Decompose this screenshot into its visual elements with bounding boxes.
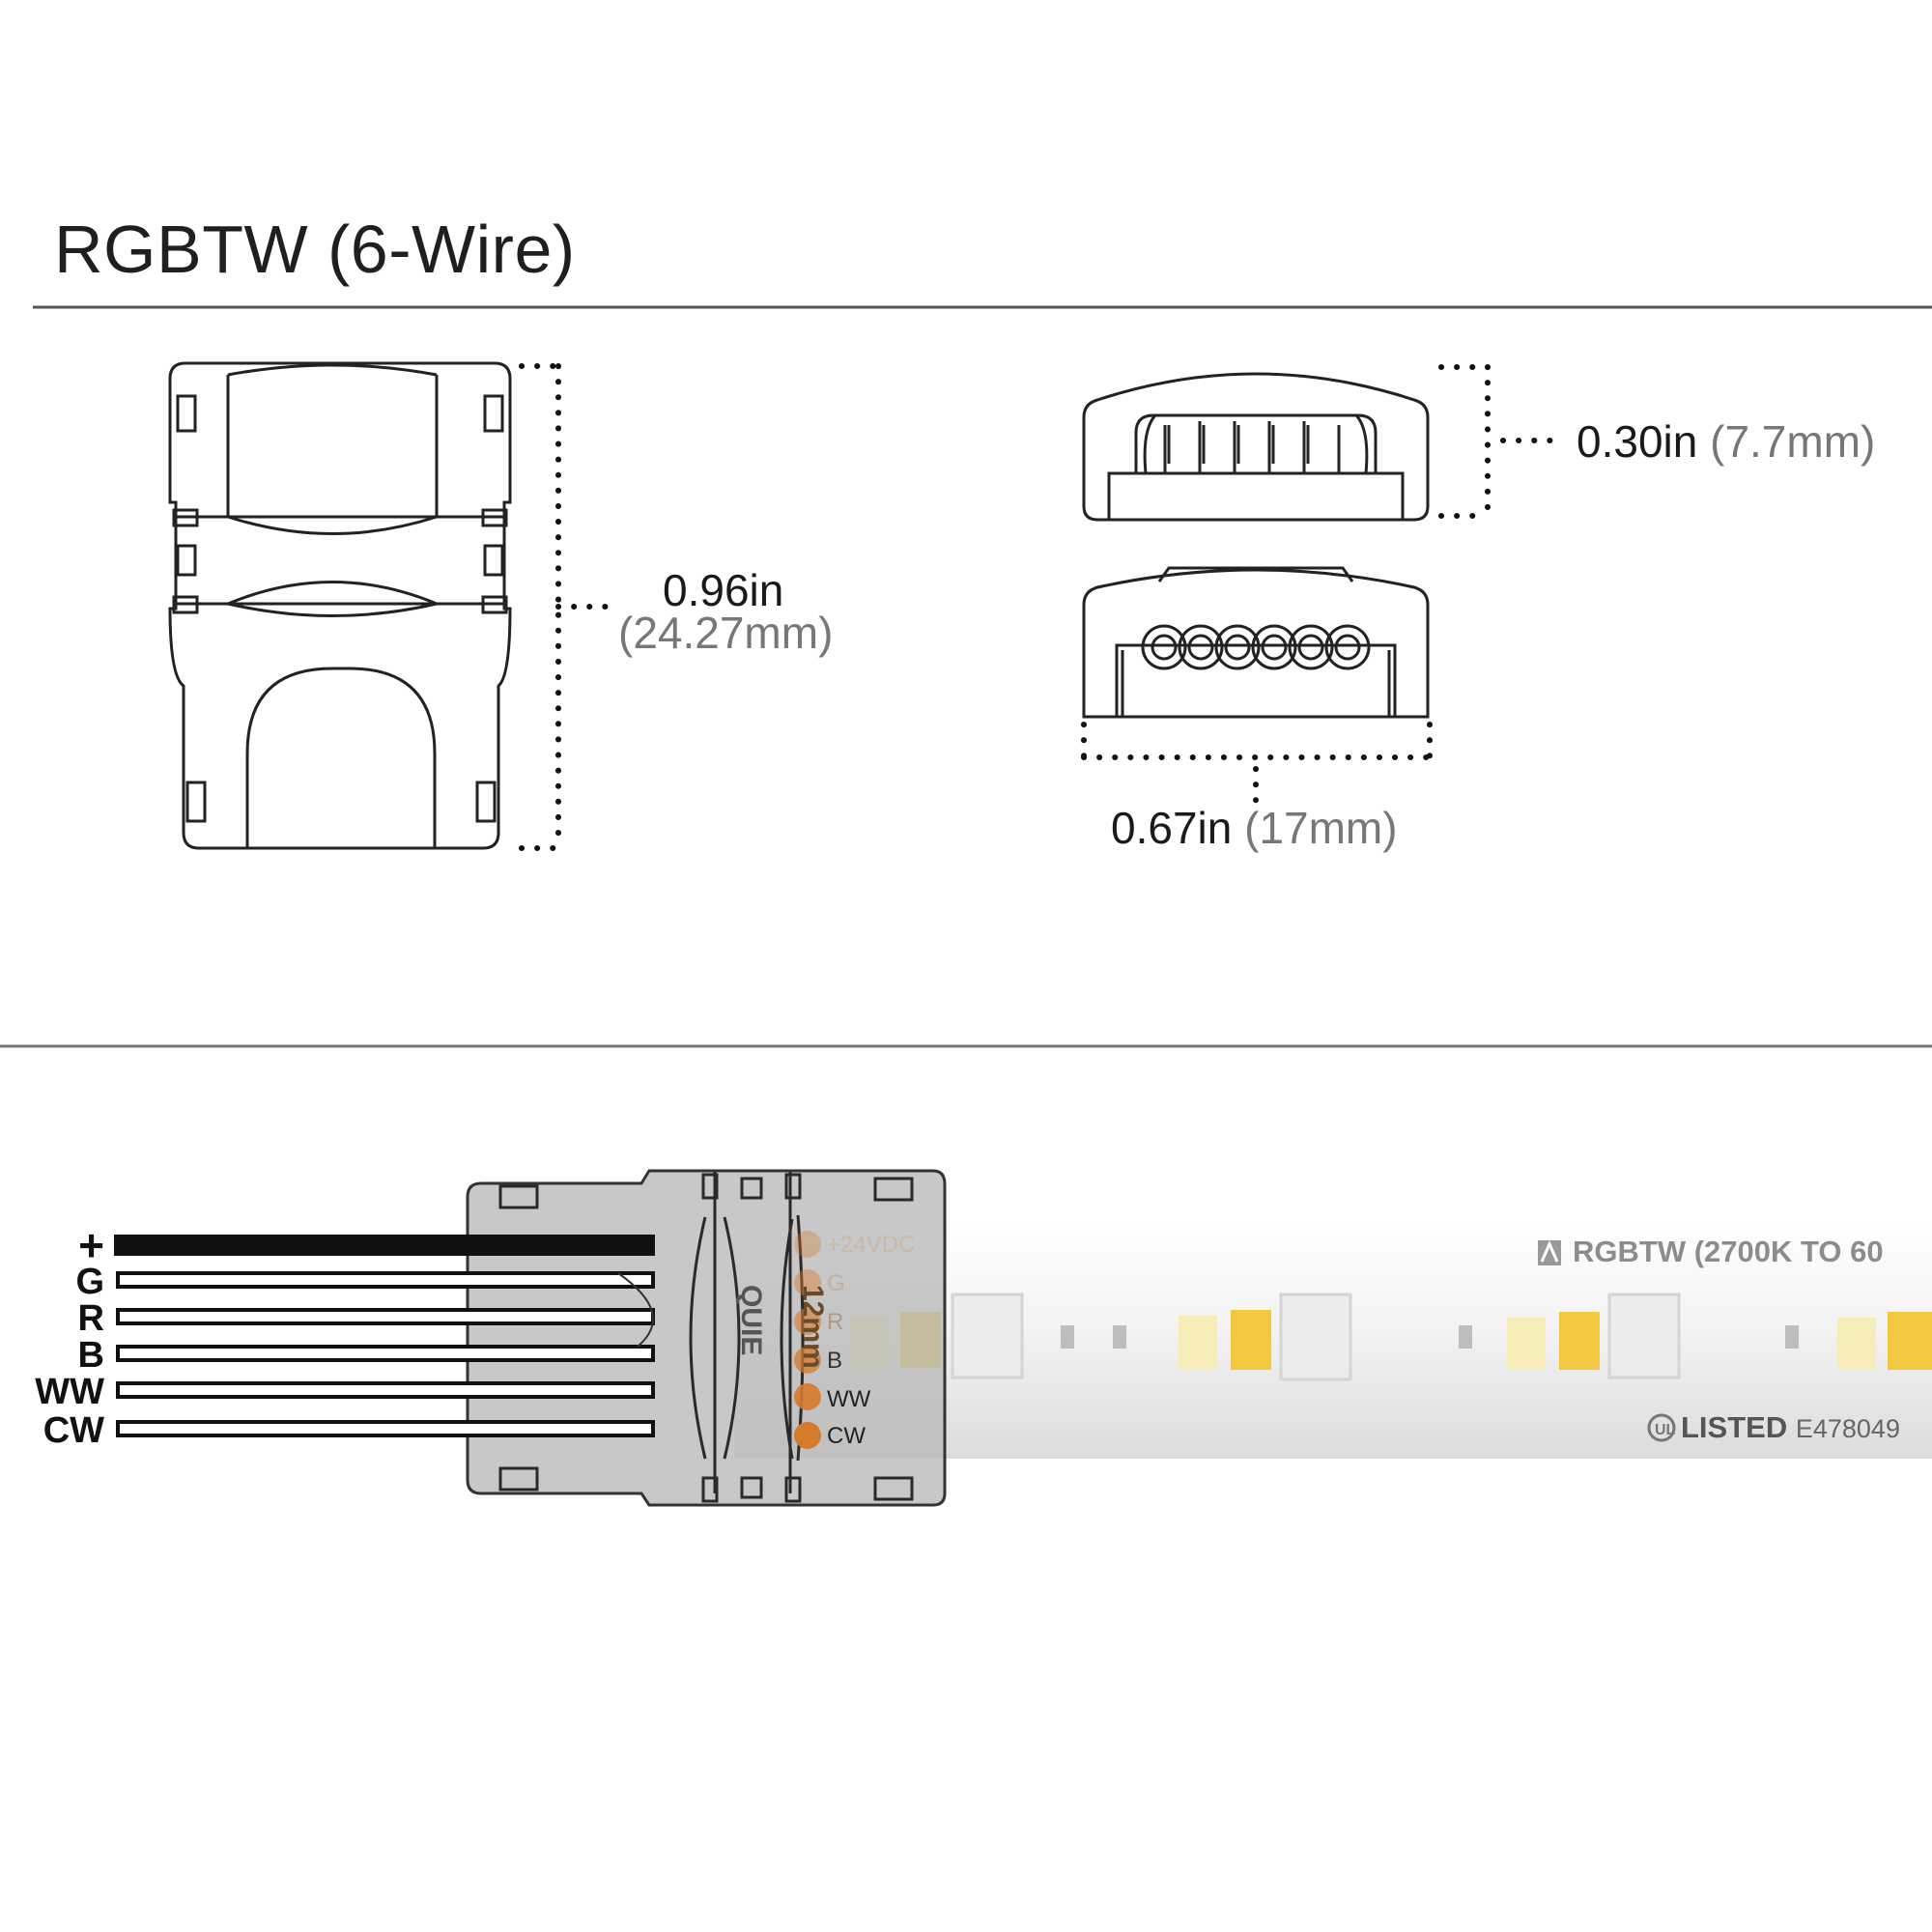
wire-g <box>116 1271 655 1289</box>
width-dimension-lines <box>1081 722 1433 805</box>
wire-label-g: G <box>75 1262 104 1302</box>
thickness-dimension: 0.30in (7.7mm) <box>1577 415 1875 468</box>
height-dimension-imperial: 0.96in <box>663 565 784 615</box>
thickness-imperial: 0.30in <box>1577 416 1698 467</box>
ul-mark-icon: UL <box>1647 1413 1676 1442</box>
wires <box>114 1235 655 1437</box>
svg-text:UL: UL <box>1655 1422 1676 1438</box>
wire-label-cw: CW <box>43 1410 104 1451</box>
wire-ww <box>116 1381 655 1399</box>
thickness-dimension-lines <box>1438 364 1554 519</box>
connector-body-wired <box>466 1169 947 1507</box>
connector-back-view <box>1082 566 1430 719</box>
height-dimension-metric: (24.27mm) <box>618 607 833 659</box>
section-title: RGBTW (6-Wire) <box>54 212 576 287</box>
width-metric: (17mm) <box>1244 803 1398 853</box>
connector-top-view <box>168 361 512 850</box>
thickness-metric: (7.7mm) <box>1710 416 1876 467</box>
connector-embossed-marks: QUIE 12mm <box>735 1285 829 1369</box>
wire-label-b: B <box>77 1335 104 1376</box>
label-cw: CW <box>827 1423 866 1449</box>
label-ww: WW <box>827 1386 871 1412</box>
label-b: B <box>827 1348 842 1374</box>
wire-positive <box>114 1235 655 1256</box>
strip-product-label: RGBTW (2700K TO 60 <box>1573 1235 1884 1268</box>
label-r: R <box>827 1309 843 1335</box>
wire-b <box>116 1345 655 1362</box>
connector-front-view <box>1082 372 1430 522</box>
width-dimension: 0.67in (17mm) <box>1111 802 1398 854</box>
label-24vdc: +24VDC <box>827 1232 915 1258</box>
strip-listing: LISTED E478049 <box>1681 1410 1900 1445</box>
connector-size-mark: 12mm <box>797 1285 829 1369</box>
terminal-holes <box>1141 624 1371 670</box>
wire-label-r: R <box>77 1298 104 1339</box>
listing-number: E478049 <box>1795 1414 1900 1443</box>
label-g: G <box>827 1270 845 1296</box>
wire-label-ww: WW <box>35 1372 104 1412</box>
width-imperial: 0.67in <box>1111 803 1233 853</box>
height-metric-value: (24.27mm) <box>618 608 834 658</box>
terminal-dots <box>794 1231 821 1449</box>
wire-cw <box>116 1420 655 1437</box>
listing-text: LISTED <box>1681 1410 1788 1444</box>
brand-logo-icon <box>1538 1240 1561 1265</box>
wire-label-positive: + <box>78 1220 104 1270</box>
height-dimension-lines <box>519 363 621 851</box>
connector-terminal-labels: +24VDC G R B WW CW <box>827 1232 915 1449</box>
wire-r <box>116 1308 655 1325</box>
connector-brand-mark: QUIE <box>735 1285 767 1355</box>
